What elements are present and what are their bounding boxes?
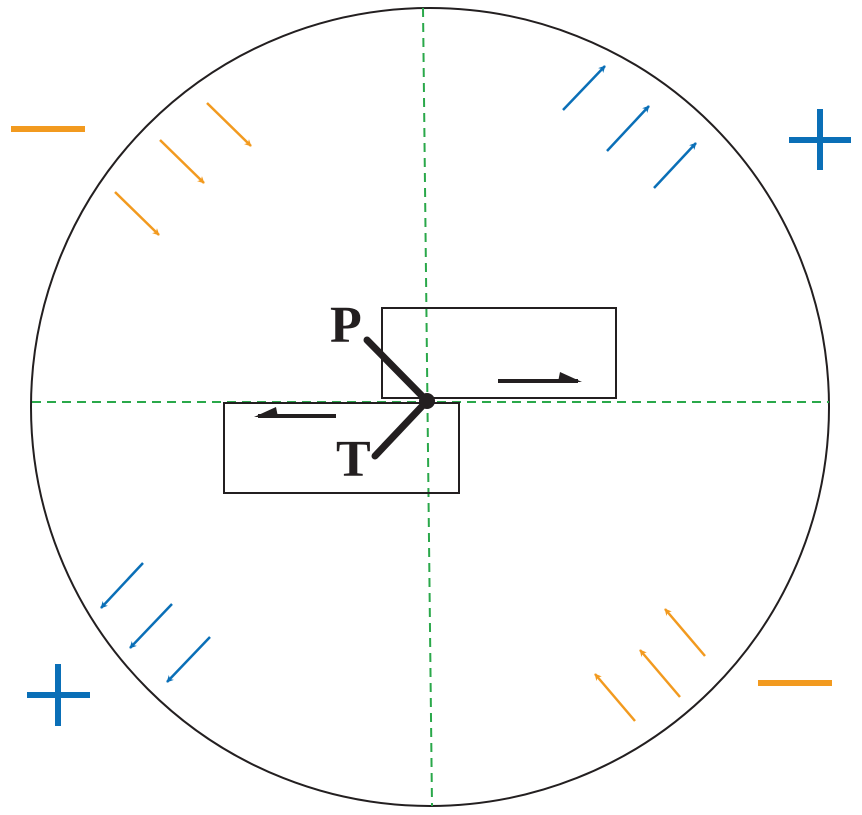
plus-icon (27, 664, 90, 726)
arrow-icon (206, 102, 252, 147)
plus-icon (789, 109, 851, 170)
arrow-icon (653, 142, 697, 189)
t-axis-label: T (336, 431, 371, 488)
p-t-axes (363, 336, 435, 460)
arrow-icon (639, 649, 681, 698)
arrow-icon (562, 65, 606, 111)
slip-arrow-right (498, 372, 582, 383)
arrow-icon (664, 608, 706, 657)
arrow-icon (606, 105, 650, 152)
p-axis-label: P (330, 297, 362, 354)
arrow-icon (594, 673, 636, 722)
slip-arrow-left (254, 407, 336, 418)
vertical-nodal-line (422, 7, 433, 807)
focus-point (419, 393, 435, 409)
arrow-icon (114, 191, 160, 236)
upper-block (381, 307, 617, 399)
boundary-circle (30, 7, 830, 807)
arrow-icon (166, 636, 211, 683)
arrow-icon (129, 603, 173, 649)
arrow-icon (100, 562, 144, 609)
lower-block (223, 402, 460, 494)
arrow-icon (159, 139, 205, 184)
